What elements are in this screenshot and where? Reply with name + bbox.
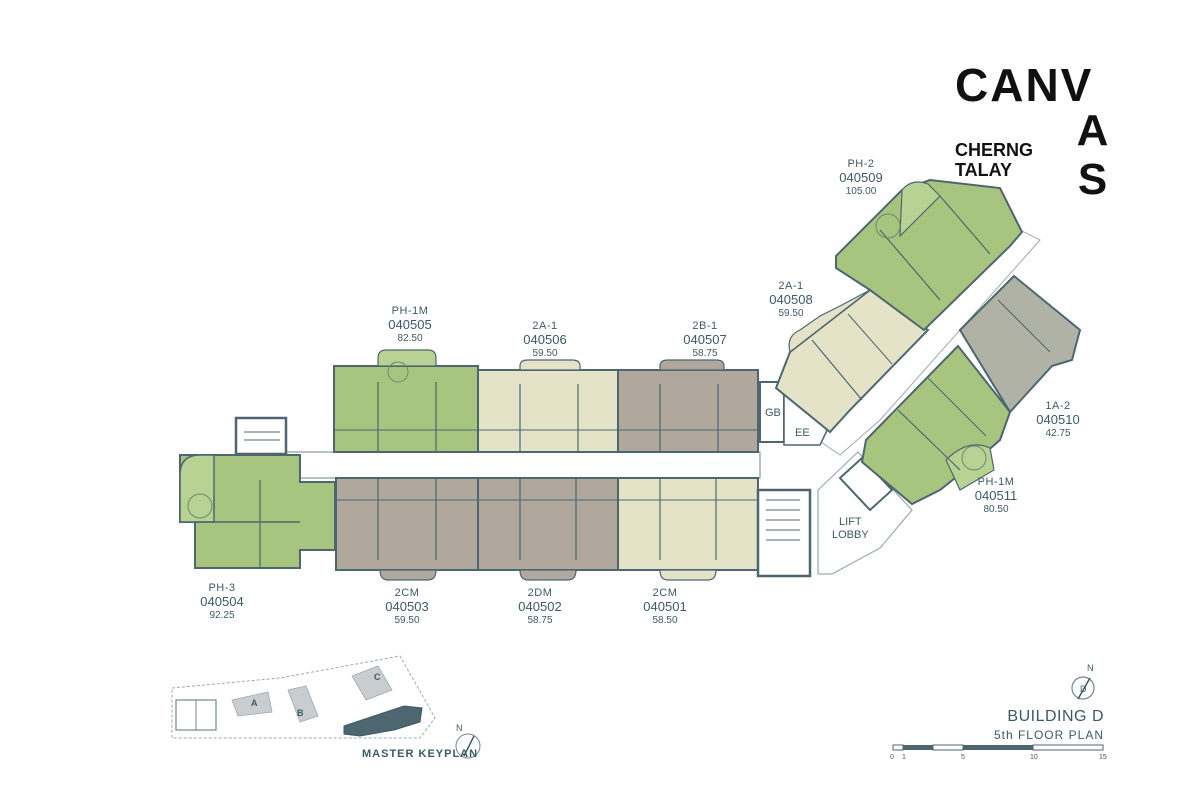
master-keyplan <box>171 655 481 759</box>
unit-label-040511[interactable]: PH-1M 040511 80.50 <box>974 476 1018 515</box>
unit-label-040503[interactable]: 2CM 040503 59.50 <box>385 587 429 626</box>
compass-north: N <box>1087 663 1094 673</box>
unit-label-040505[interactable]: PH-1M 040505 82.50 <box>388 305 432 344</box>
keyplan-title: MASTER KEYPLAN <box>362 748 479 760</box>
room-gb-label: GB <box>765 407 781 419</box>
unit-040502-block[interactable] <box>477 477 619 581</box>
keyplan-block-b: B <box>297 708 304 718</box>
scale-bar <box>892 744 1104 751</box>
building-title: BUILDING D 5th FLOOR PLAN <box>993 708 1104 742</box>
unit-label-040502[interactable]: 2DM 040502 58.75 <box>518 587 562 626</box>
unit-040511-block[interactable] <box>860 344 1012 506</box>
unit-040509-block[interactable] <box>835 178 1024 332</box>
brand-logo: CANV AS CHERNG TALAY <box>955 58 1117 204</box>
brand-name-side: AS <box>1068 106 1117 204</box>
keyplan-north: N <box>456 723 463 733</box>
unit-label-040510[interactable]: 1A-2 040510 42.75 <box>1036 400 1080 439</box>
unit-label-040506[interactable]: 2A-1 040506 59.50 <box>523 320 567 359</box>
room-ee-label: EE <box>795 427 810 439</box>
unit-040503-block[interactable] <box>335 477 479 581</box>
unit-label-040507[interactable]: 2B-1 040507 58.75 <box>683 320 727 359</box>
unit-040505-block[interactable] <box>333 349 479 453</box>
keyplan-block-c: C <box>374 672 381 682</box>
scale-tick-1: 1 <box>902 754 906 761</box>
compass <box>1071 676 1095 700</box>
unit-040501-block[interactable] <box>617 477 759 581</box>
brand-name-top: CANV <box>955 59 1094 111</box>
scale-tick-10: 10 <box>1030 754 1038 761</box>
service-rooms <box>234 381 913 578</box>
scale-tick-15: 15 <box>1099 754 1107 761</box>
unit-040504-block[interactable] <box>179 454 336 569</box>
scale-tick-0: 0 <box>890 754 894 761</box>
keyplan-block-a: A <box>251 698 258 708</box>
unit-label-040501[interactable]: 2CM 040501 58.50 <box>643 587 687 626</box>
unit-040507-block[interactable] <box>617 359 759 453</box>
unit-label-040508[interactable]: 2A-1 040508 59.50 <box>769 280 813 319</box>
unit-label-040504[interactable]: PH-3 040504 92.25 <box>200 582 244 621</box>
lift-lobby-label: LIFT LOBBY <box>832 516 869 541</box>
scale-tick-5: 5 <box>961 754 965 761</box>
brand-subtitle: CHERNG TALAY <box>955 140 1034 180</box>
unit-040506-block[interactable] <box>477 359 619 453</box>
unit-label-040509[interactable]: PH-2 040509 105.00 <box>839 158 883 197</box>
compass-building: D <box>1080 684 1087 694</box>
